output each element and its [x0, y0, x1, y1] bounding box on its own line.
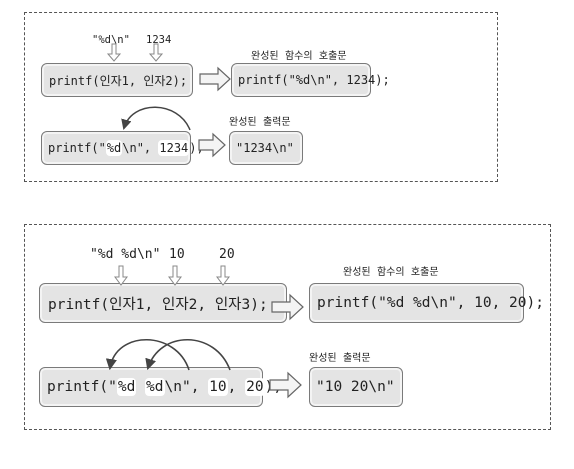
call-template-text: printf(인자1, 인자2); [49, 73, 188, 88]
example-panel-two-args: "%d\n" 1234 printf(인자1, 인자2); 완성된 함수의 호출… [24, 12, 498, 182]
right-arrow-icon [271, 293, 304, 321]
arg2-label: 10 [169, 247, 185, 262]
completed-call-label: 완성된 함수의 호출문 [343, 267, 439, 278]
completed-output-label: 완성된 출력문 [309, 353, 371, 364]
substitution-curve-arrow [145, 338, 231, 371]
argument-value-highlight: 20 [245, 378, 265, 396]
call-part: printf(" [47, 379, 117, 395]
down-arrow-icon [106, 43, 122, 62]
arg3-label: 20 [219, 247, 235, 262]
completed-call-text: printf("%d %d\n", 10, 20); [317, 295, 544, 311]
completed-output-box: "1234\n" [229, 131, 303, 165]
substitution-box: printf("%d %d\n", 10, 20); [39, 367, 282, 407]
completed-output-label: 완성된 출력문 [229, 117, 291, 128]
arg1-label: "%d\n" [92, 34, 130, 46]
down-arrow-icon [168, 265, 182, 286]
format-specifier-highlight: %d [116, 378, 137, 396]
completed-call-label: 완성된 함수의 호출문 [251, 51, 347, 62]
right-arrow-icon [199, 66, 231, 92]
call-part: printf(" [48, 141, 106, 155]
format-specifier-highlight: %d [145, 378, 165, 396]
substitution-curve-arrow [121, 106, 191, 131]
call-template-text: printf(인자1, 인자2, 인자3); [48, 296, 268, 313]
completed-output-text: "1234\n" [236, 141, 294, 155]
down-arrow-icon [216, 265, 230, 286]
down-arrow-icon [148, 43, 164, 62]
completed-output-text: "10 20\n" [316, 379, 395, 395]
down-arrow-icon [114, 265, 128, 286]
call-part: \n", [122, 141, 159, 155]
call-template-box: printf(인자1, 인자2, 인자3); [39, 283, 287, 323]
call-part: , [227, 379, 246, 395]
format-specifier-highlight: %d [105, 140, 123, 156]
right-arrow-icon [269, 371, 302, 399]
arg1-label: "%d %d\n" [90, 247, 161, 262]
arg2-label: 1234 [146, 34, 172, 46]
argument-value-highlight: 10 [208, 378, 228, 396]
call-part: \n", [164, 379, 209, 395]
completed-call-box: printf("%d\n", 1234); [231, 63, 390, 97]
example-panel-three-args: "%d %d\n" 10 20 printf(인자1, 인자2, 인자3); 완… [24, 224, 551, 430]
substitution-curve-arrow [105, 338, 190, 371]
completed-call-box: printf("%d %d\n", 10, 20); [309, 283, 544, 323]
right-arrow-icon [198, 132, 226, 158]
call-template-box: printf(인자1, 인자2); [41, 63, 193, 97]
argument-value-highlight: 1234 [158, 140, 190, 156]
completed-call-text: printf("%d\n", 1234); [238, 73, 390, 87]
completed-output-box: "10 20\n" [309, 367, 403, 407]
substitution-box: printf("%d\n", 1234); [41, 131, 204, 165]
